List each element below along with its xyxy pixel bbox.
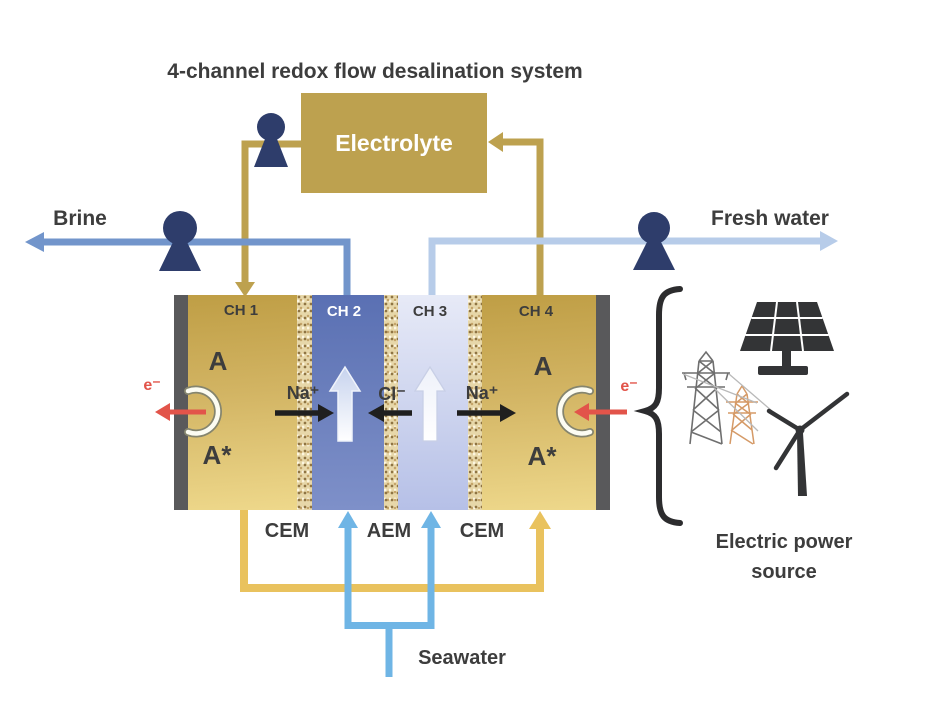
redox-cycle-arrow-right xyxy=(556,385,594,438)
brace-bracket xyxy=(633,286,683,526)
electron-arrow-left xyxy=(155,403,206,421)
species-a-star-right: A* xyxy=(527,441,557,471)
transmission-tower-icon xyxy=(682,350,773,445)
ch2-upflow-arrow xyxy=(328,365,362,442)
electron-arrow-right xyxy=(574,403,627,421)
channel-3-label: CH 3 xyxy=(412,303,448,320)
channel-4-label: CH 4 xyxy=(518,303,554,320)
sodium-ion-label-right: Na⁺ xyxy=(465,383,499,403)
fresh-water-flow-line xyxy=(428,231,838,295)
bottom-electrolyte-loop-pipe xyxy=(240,509,551,592)
redox-cycle-arrow-left xyxy=(184,385,222,438)
species-a-left: A xyxy=(208,346,228,376)
brine-pump-icon xyxy=(159,211,201,271)
brine-label: Brine xyxy=(53,207,107,230)
sodium-ion-label-left: Na⁺ xyxy=(286,383,320,403)
electric-power-source-label: Electric power source xyxy=(715,531,853,583)
chloride-ion-label: Cl⁻ xyxy=(378,384,406,404)
species-a-star-left: A* xyxy=(202,440,232,470)
cem-membrane-2 xyxy=(468,295,482,510)
left-electrode xyxy=(174,295,188,510)
right-electrode xyxy=(596,295,610,510)
seawater-feed-lines xyxy=(338,511,441,677)
electrolyte-tank xyxy=(301,93,487,193)
aem-label: AEM xyxy=(366,520,412,542)
electrolyte-to-ch1-pipe xyxy=(235,140,301,297)
cem-label-2: CEM xyxy=(459,520,505,542)
sodium-ion-arrow-left xyxy=(275,404,334,422)
electron-label-right: e⁻ xyxy=(620,378,638,395)
cem-label-1: CEM xyxy=(264,520,310,542)
brine-flow-line xyxy=(25,232,351,295)
electrolyte-label: Electrolyte xyxy=(335,130,453,156)
seawater-label: Seawater xyxy=(418,647,506,669)
channel-1-label: CH 1 xyxy=(223,302,259,319)
wind-turbine-icon xyxy=(766,391,850,496)
ch3-upflow-arrow xyxy=(413,365,447,442)
diagram-title: 4-channel redox flow desalination system xyxy=(167,60,583,83)
channel-1 xyxy=(188,295,297,510)
fresh-water-label: Fresh water xyxy=(711,207,829,230)
aem-membrane xyxy=(384,295,398,510)
channel-4 xyxy=(482,295,596,510)
electron-label-left: e⁻ xyxy=(143,377,161,394)
chloride-ion-arrow xyxy=(368,404,412,422)
cem-membrane-1 xyxy=(297,295,312,510)
sodium-ion-arrow-right xyxy=(457,404,516,422)
channel-2-label: CH 2 xyxy=(326,303,362,320)
electrolyte-pump-icon xyxy=(254,113,288,167)
solar-panel-icon xyxy=(740,301,834,375)
species-a-right: A xyxy=(533,351,553,381)
fresh-water-pump-icon xyxy=(633,212,675,270)
